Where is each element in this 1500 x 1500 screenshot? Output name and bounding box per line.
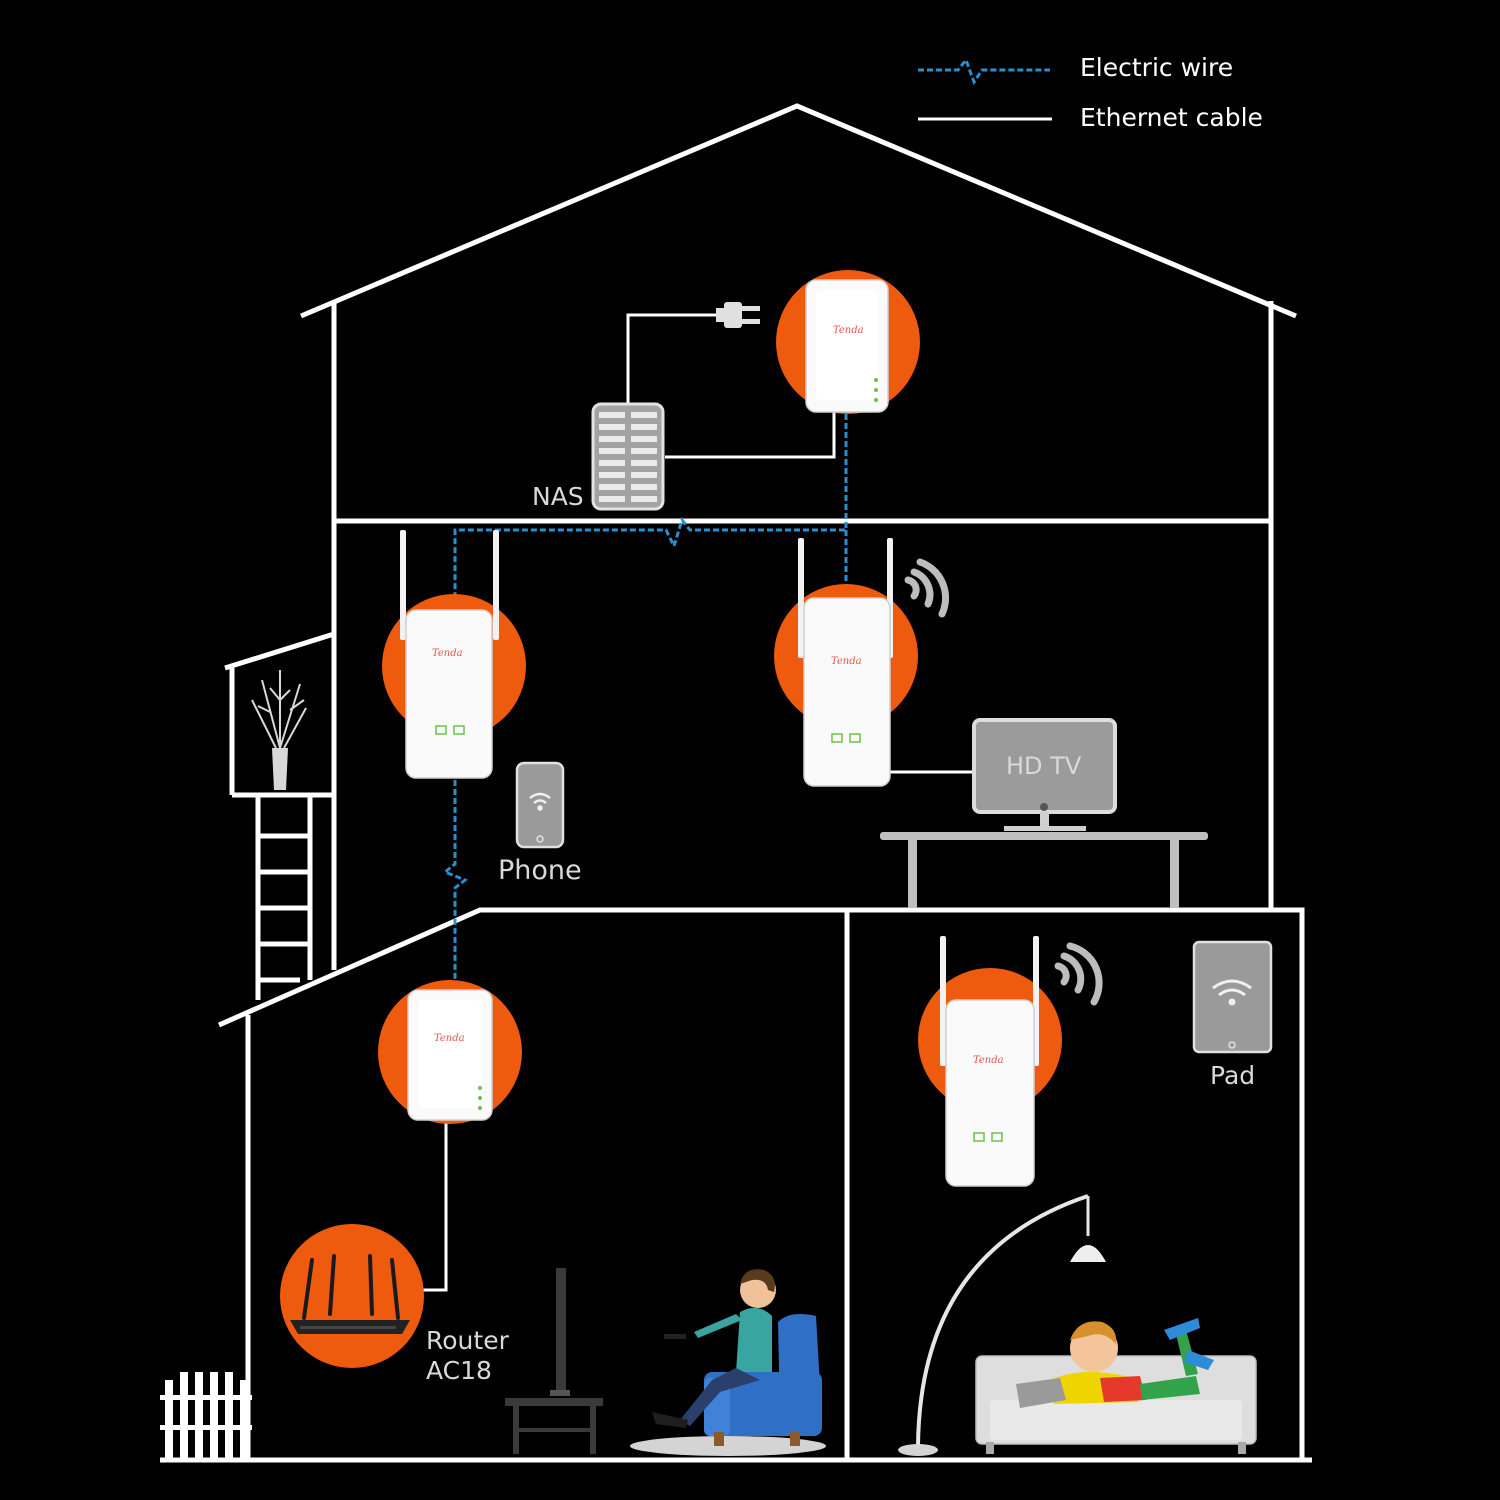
wifi-adapter-ground-right: Tenda bbox=[918, 936, 1062, 1187]
wifi-icon bbox=[529, 792, 551, 811]
adapter-brand-logo: Tenda bbox=[833, 325, 864, 336]
wifi-adapter-middle-left: Tenda bbox=[382, 530, 526, 779]
tablet-device bbox=[1192, 940, 1273, 1054]
rug bbox=[630, 1436, 826, 1456]
floor-lamp bbox=[898, 1194, 1106, 1456]
wifi-signal-icon bbox=[904, 558, 950, 618]
ethernet-cable-legend-label: Ethernet cable bbox=[1080, 103, 1263, 132]
tv-on-stand bbox=[505, 1268, 603, 1454]
tv-table bbox=[880, 832, 1208, 908]
adapter-brand-logo: Tenda bbox=[432, 648, 463, 659]
adapter-brand-logo: Tenda bbox=[434, 1033, 465, 1044]
nas-device bbox=[591, 402, 665, 511]
router-label-line2: AC18 bbox=[426, 1356, 492, 1385]
vase-decoration bbox=[251, 670, 307, 790]
power-plug-icon bbox=[716, 302, 760, 328]
wifi-icon bbox=[1212, 979, 1252, 1006]
router-device bbox=[280, 1224, 424, 1368]
house-outline bbox=[160, 103, 1312, 1463]
electric-wire-legend-label: Electric wire bbox=[1080, 53, 1233, 82]
nas-label: NAS bbox=[532, 482, 584, 511]
powerline-adapter-ground: Tenda bbox=[378, 980, 522, 1124]
sofa-with-child bbox=[975, 1318, 1257, 1454]
hdtv-device bbox=[972, 718, 1117, 831]
adapter-brand-logo: Tenda bbox=[831, 656, 862, 667]
router-label-line1: Router bbox=[426, 1326, 510, 1355]
wifi-signal-icon bbox=[1054, 942, 1103, 1006]
adapter-brand-logo: Tenda bbox=[973, 1055, 1004, 1066]
phone-device bbox=[515, 761, 565, 849]
ethernet-cables bbox=[420, 313, 975, 1292]
armchair-person bbox=[652, 1269, 822, 1446]
electric-wire-legend-icon bbox=[918, 56, 1050, 86]
pad-label: Pad bbox=[1210, 1061, 1255, 1090]
hdtv-label: HD TV bbox=[1006, 752, 1082, 780]
legend: Electric wire Ethernet cable bbox=[918, 53, 1263, 132]
powerline-adapter-top: Tenda bbox=[776, 270, 920, 414]
phone-label: Phone bbox=[498, 855, 582, 886]
wifi-adapter-middle-right: Tenda bbox=[774, 538, 918, 787]
garden-fence bbox=[160, 1372, 252, 1458]
electric-wires bbox=[442, 414, 848, 985]
